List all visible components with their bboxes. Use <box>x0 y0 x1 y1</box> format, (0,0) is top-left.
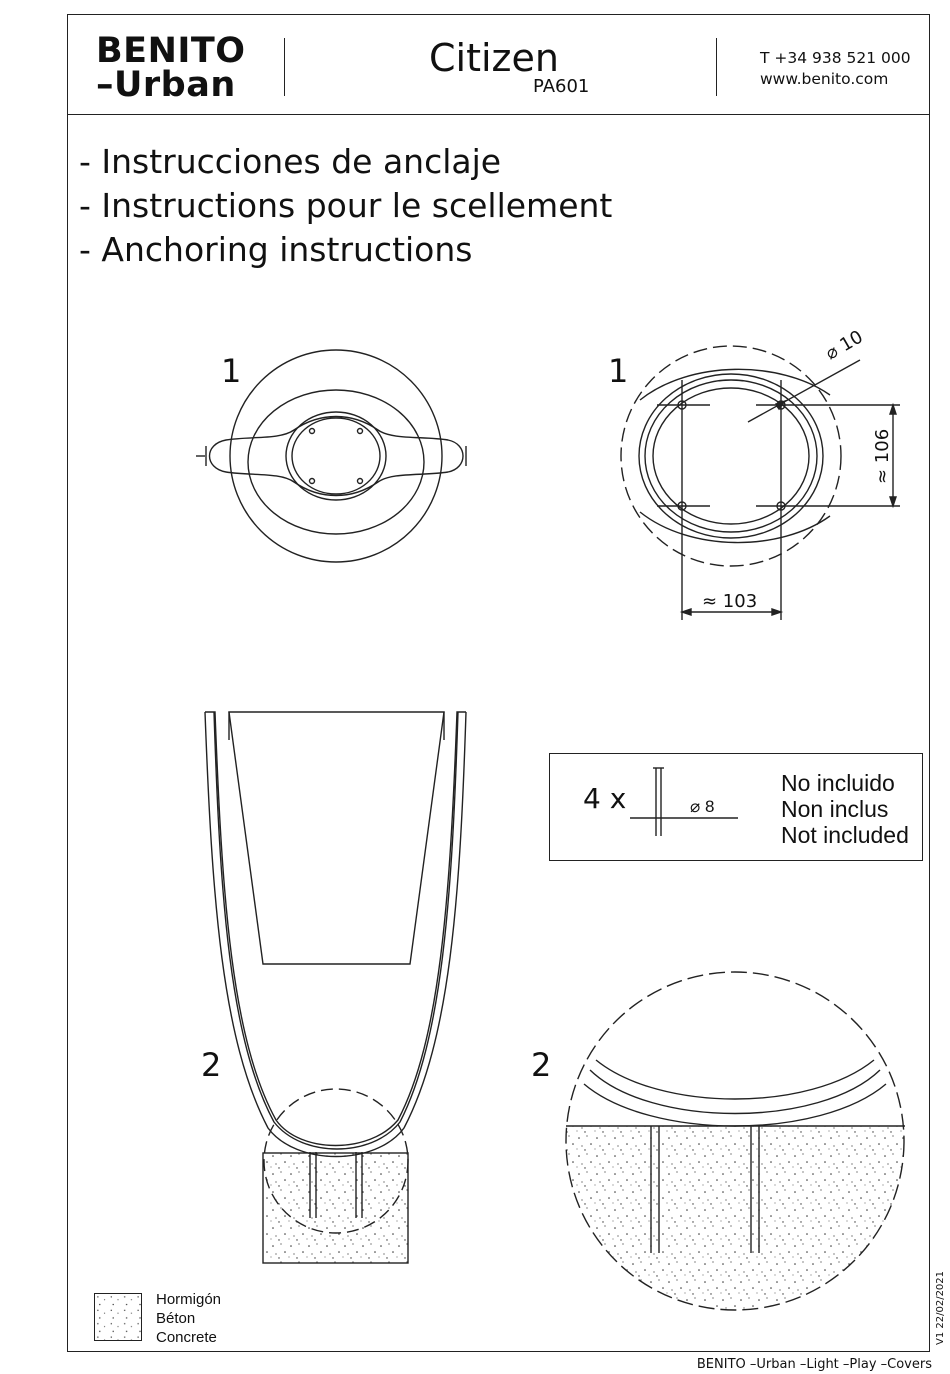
top-view-drawing <box>196 349 467 563</box>
step-number-1-detail: 1 <box>608 352 629 390</box>
not-included-es: No incluido <box>781 770 895 796</box>
not-included-en: Not included <box>781 822 909 848</box>
legend-es: Hormigón <box>156 1291 222 1308</box>
website: www.benito.com <box>760 70 889 88</box>
legend-fr: Béton <box>156 1310 196 1327</box>
bolts-not-included-note: 4 x ⌀ 8 No incluido Non inclus Not inclu… <box>549 753 923 861</box>
section-view-drawing <box>204 711 467 1264</box>
not-included-fr: Non inclus <box>781 796 889 822</box>
hole-diameter-label: ⌀ 10 <box>822 326 867 364</box>
section-detail-drawing <box>565 971 905 1311</box>
header-separator-left <box>284 38 285 96</box>
instruction-titles: - Instrucciones de anclaje - Instruction… <box>79 140 612 272</box>
concrete-legend-swatch <box>94 1293 142 1341</box>
bolt-quantity: 4 x <box>583 782 627 815</box>
step-number-2-section: 2 <box>201 1046 222 1084</box>
anchor-detail-drawing <box>620 345 900 620</box>
legend-en: Concrete <box>156 1329 217 1346</box>
step-number-1-top-view: 1 <box>221 352 242 390</box>
brand-logo: BENITO –Urban <box>96 31 246 105</box>
width-dimension-label: ≈ 103 <box>702 591 757 612</box>
page-frame <box>67 14 930 1352</box>
brand-line-2: –Urban <box>96 65 236 105</box>
step-number-2-detail: 2 <box>531 1046 552 1084</box>
not-included-text: No incluido Non inclus Not included <box>781 770 909 848</box>
instruction-title-es: - Instrucciones de anclaje <box>79 142 502 181</box>
phone-number: T +34 938 521 000 <box>760 49 911 67</box>
product-code: PA601 <box>533 76 590 97</box>
instruction-title-fr: - Instructions pour le scellement <box>79 186 613 225</box>
brand-line-1: BENITO <box>96 31 246 71</box>
header-divider <box>67 114 930 115</box>
height-dimension-label: ≈ 106 <box>872 429 893 484</box>
version-label: V1 22/02/2021 <box>935 1270 946 1345</box>
bolt-icon <box>630 767 738 836</box>
bolt-diameter: ⌀ 8 <box>690 797 715 816</box>
concrete-legend-label: Hormigón Béton Concrete <box>156 1290 221 1347</box>
contact-info: T +34 938 521 000 www.benito.com <box>760 48 911 90</box>
header-separator-right <box>716 38 717 96</box>
instruction-title-en: - Anchoring instructions <box>79 230 473 269</box>
footer-brands: BENITO –Urban –Light –Play –Covers <box>696 1357 932 1372</box>
product-name: Citizen <box>429 36 559 80</box>
